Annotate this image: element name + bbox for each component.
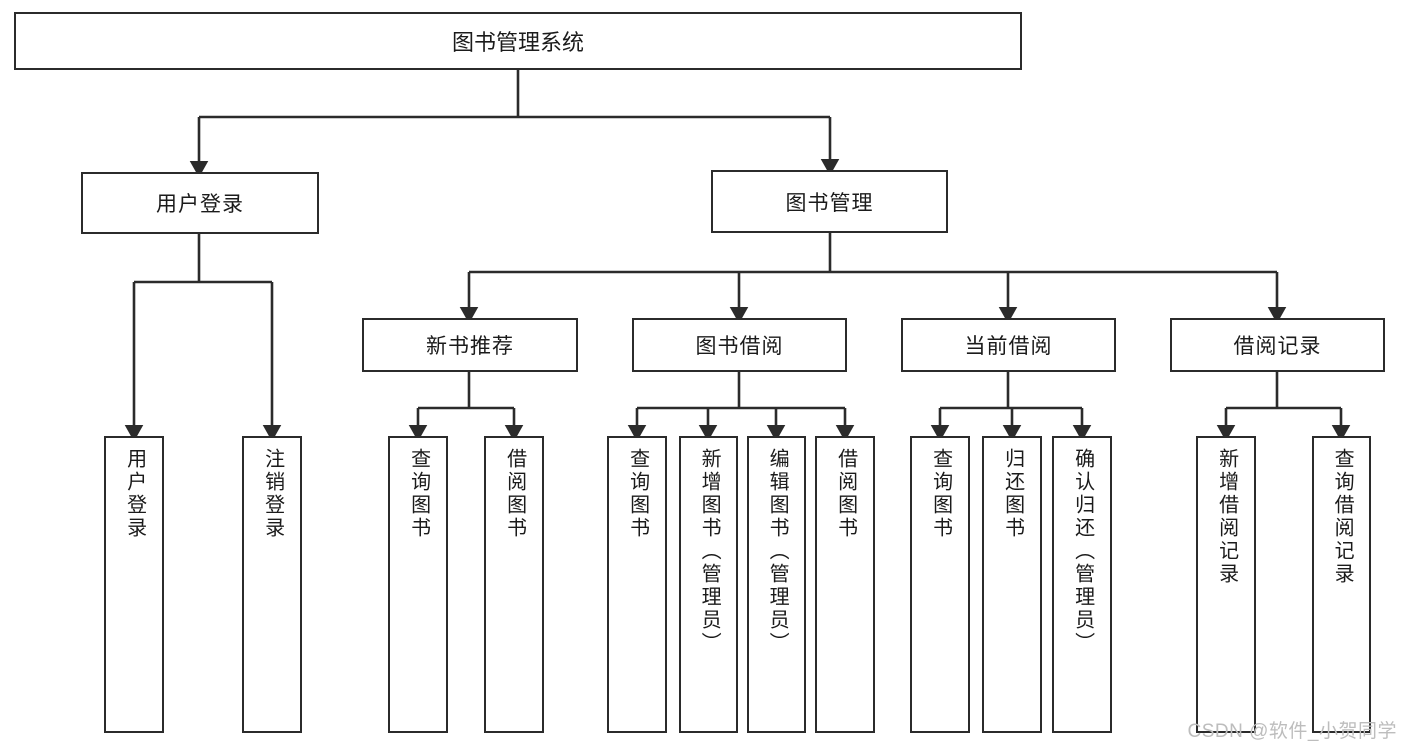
leaf-add-borrow-record[interactable]: 新增借阅记录 (1196, 436, 1256, 733)
leaf-label: 注销登录 (261, 448, 284, 540)
leaf-label: 用户登录 (123, 448, 146, 540)
leaf-return-book[interactable]: 归还图书 (982, 436, 1042, 733)
leaf-label: 新增图书（管理员） (698, 448, 721, 655)
leaf-label: 查询图书 (407, 448, 430, 540)
node-user-login-label: 用户登录 (156, 193, 244, 216)
leaf-label: 确认归还（管理员） (1071, 448, 1094, 655)
leaf-label: 编辑图书（管理员） (766, 448, 789, 655)
node-borrow-records[interactable]: 借阅记录 (1170, 318, 1385, 372)
leaf-query-book-current[interactable]: 查询图书 (910, 436, 970, 733)
node-new-book-recommend[interactable]: 新书推荐 (362, 318, 578, 372)
leaf-label: 查询图书 (929, 448, 952, 540)
node-book-management[interactable]: 图书管理 (711, 170, 948, 233)
leaf-user-login[interactable]: 用户登录 (104, 436, 164, 733)
leaf-borrow-book-newbook[interactable]: 借阅图书 (484, 436, 544, 733)
node-root[interactable]: 图书管理系统 (14, 12, 1022, 70)
leaf-label: 查询图书 (626, 448, 649, 540)
node-book-management-label: 图书管理 (785, 191, 874, 215)
node-book-borrow-label: 图书借阅 (695, 335, 784, 358)
leaf-label: 借阅图书 (503, 448, 526, 540)
leaf-query-borrow-record[interactable]: 查询借阅记录 (1312, 436, 1371, 733)
leaf-label: 借阅图书 (834, 448, 857, 540)
node-new-book-recommend-label: 新书推荐 (426, 335, 514, 358)
node-book-borrow[interactable]: 图书借阅 (632, 318, 847, 372)
leaf-edit-book-admin[interactable]: 编辑图书（管理员） (747, 436, 806, 733)
node-user-login[interactable]: 用户登录 (81, 172, 319, 234)
node-borrow-records-label: 借阅记录 (1233, 335, 1322, 358)
leaf-add-book-admin[interactable]: 新增图书（管理员） (679, 436, 738, 733)
node-root-label: 图书管理系统 (451, 30, 584, 55)
leaf-query-book-newbook[interactable]: 查询图书 (388, 436, 448, 733)
leaf-logout[interactable]: 注销登录 (242, 436, 302, 733)
leaf-label: 归还图书 (1001, 448, 1024, 540)
leaf-borrow-book[interactable]: 借阅图书 (815, 436, 875, 733)
leaf-query-book-borrow[interactable]: 查询图书 (607, 436, 667, 733)
node-current-borrow[interactable]: 当前借阅 (901, 318, 1116, 372)
leaf-label: 新增借阅记录 (1215, 448, 1238, 586)
leaf-label: 查询借阅记录 (1331, 448, 1354, 586)
watermark: CSDN @软件_小贺同学 (1187, 721, 1397, 742)
node-current-borrow-label: 当前借阅 (964, 335, 1053, 358)
leaf-confirm-return-admin[interactable]: 确认归还（管理员） (1052, 436, 1112, 733)
